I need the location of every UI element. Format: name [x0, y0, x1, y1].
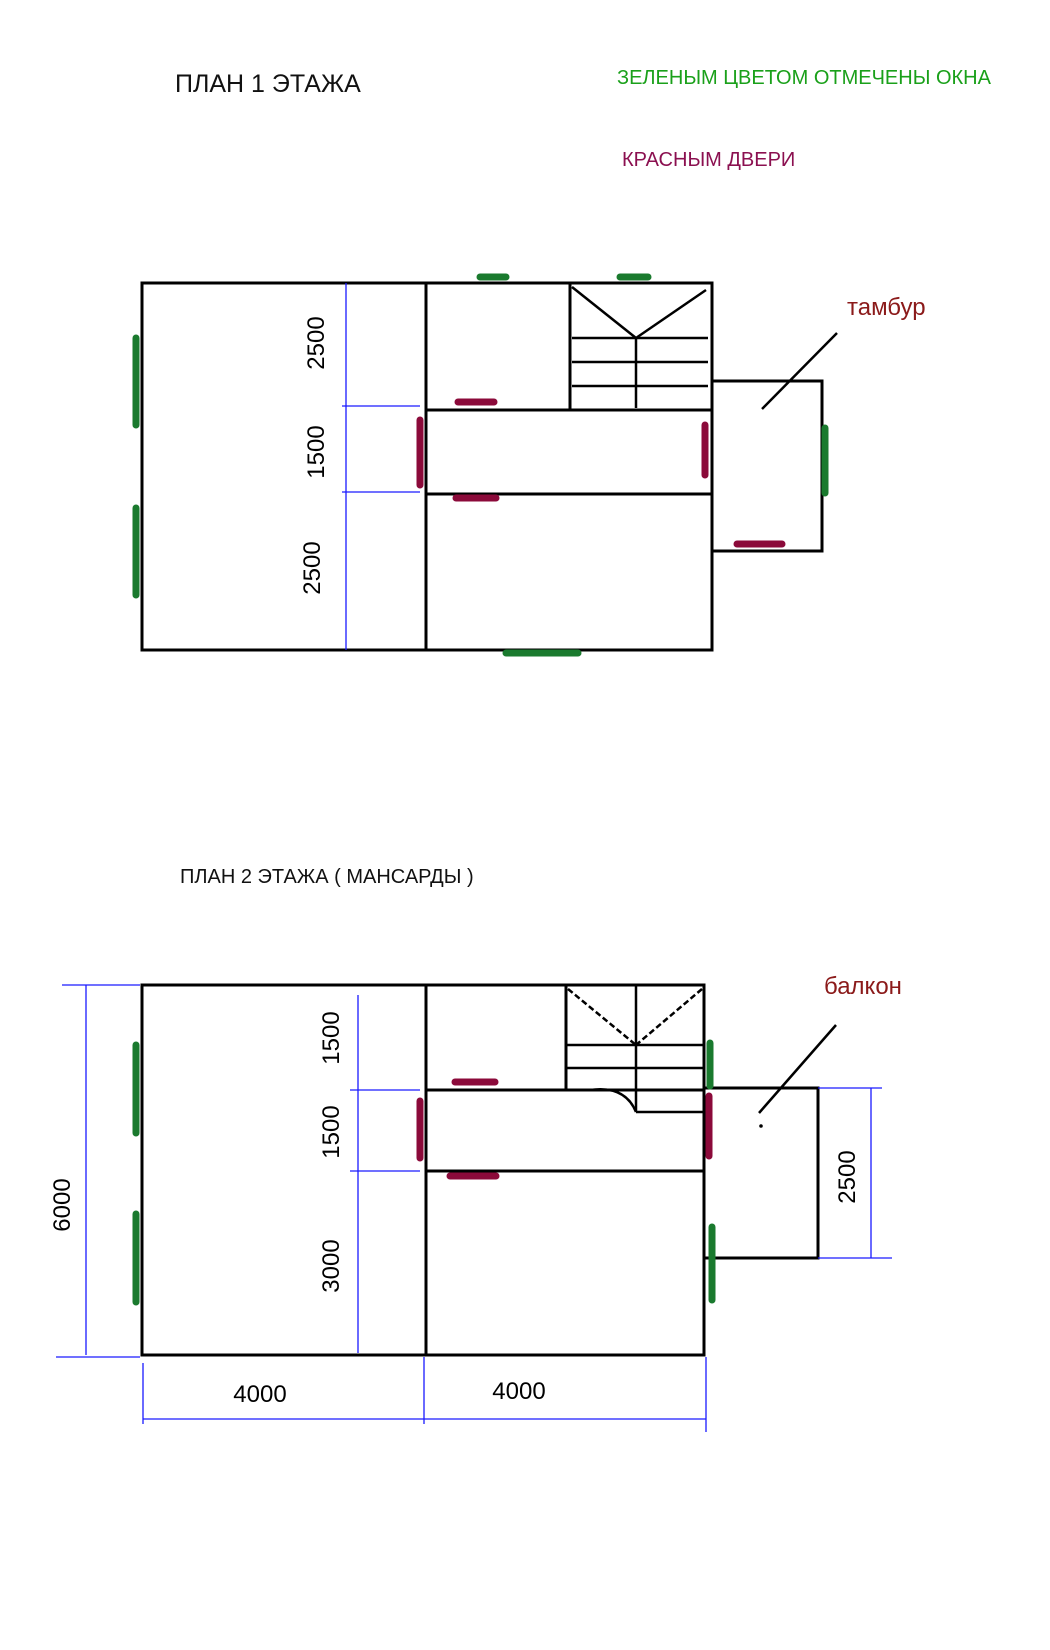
plan2-label-leader [758, 1024, 837, 1114]
plan1-dim-1: 2500 [303, 316, 330, 369]
plan1-tambour-walls [710, 379, 824, 553]
plan2-dim-balcony: 2500 [834, 1150, 861, 1203]
legend-doors: КРАСНЫМ ДВЕРИ [622, 149, 795, 171]
plan1-staircase [571, 286, 708, 408]
legend-windows: ЗЕЛЕНЫМ ЦВЕТОМ ОТМЕЧЕНЫ ОКНА [617, 67, 992, 89]
plan2-windows [132, 1039, 716, 1306]
plan1-doors [416, 398, 786, 548]
plan1-dim-3: 2500 [299, 541, 326, 594]
plan2-balcony-dot [759, 1124, 763, 1128]
plan2-balcony-walls [702, 1086, 820, 1260]
plan2-dimension-lines [56, 984, 892, 1432]
plan2-balcony-label: балкон [824, 973, 902, 1000]
plan2-title: ПЛАН 2 ЭТАЖА ( МАНСАРДЫ ) [180, 866, 474, 888]
plan2: 6000 1500 1500 3000 2500 4000 4000 балко… [49, 973, 902, 1432]
plan1: 2500 1500 2500 тамбур [132, 273, 926, 657]
plan2-staircase [566, 985, 704, 1114]
plan2-dim-1: 1500 [318, 1011, 345, 1064]
plan1-dimension-lines [342, 283, 420, 650]
plan2-doors [416, 1078, 713, 1180]
plan1-title: ПЛАН 1 ЭТАЖА [175, 70, 361, 98]
plan1-label-leader [761, 332, 838, 410]
plan1-dim-2: 1500 [303, 425, 330, 478]
plan1-windows [132, 273, 829, 657]
plan2-dim-3: 3000 [318, 1239, 345, 1292]
plan2-dim-width-1: 4000 [233, 1381, 286, 1408]
plan2-dim-2: 1500 [318, 1105, 345, 1158]
plan2-dim-width-2: 4000 [492, 1378, 545, 1405]
plan1-tambour-label: тамбур [847, 294, 926, 321]
plan2-dim-total: 6000 [49, 1178, 76, 1231]
